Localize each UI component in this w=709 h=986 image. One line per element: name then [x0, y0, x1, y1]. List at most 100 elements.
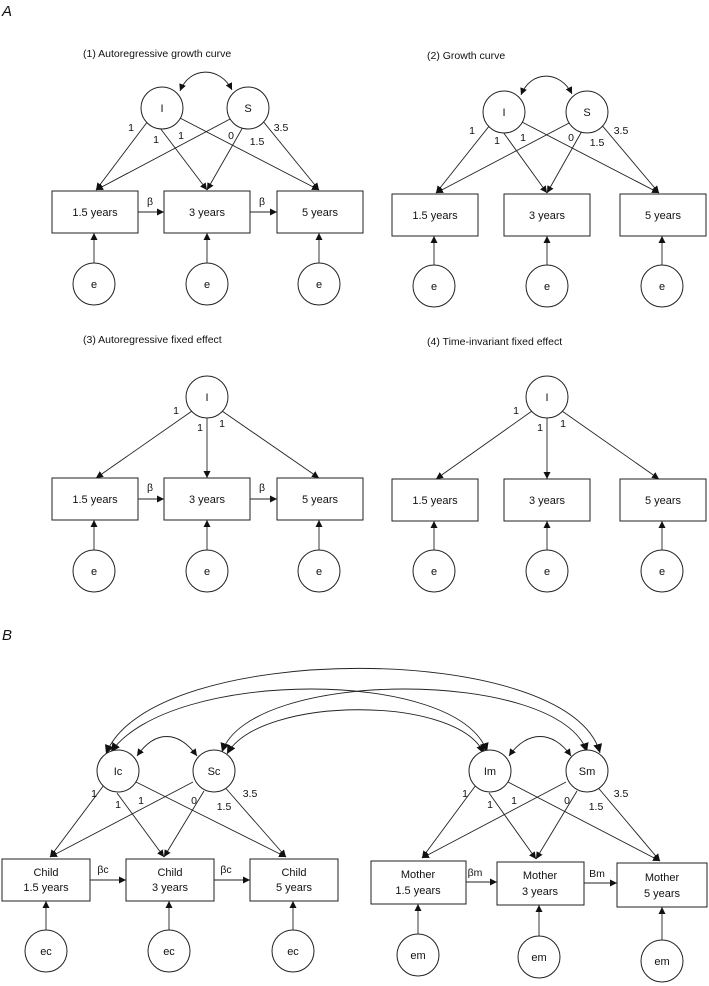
loading-label: 1.5 — [250, 136, 265, 148]
latent-node-child-slope — [192, 749, 236, 793]
latent-label: Ic — [114, 766, 123, 778]
error-node — [525, 549, 569, 593]
error-label: e — [91, 279, 97, 291]
error-node — [271, 929, 315, 973]
error-node — [412, 549, 456, 593]
path-label: β — [147, 482, 153, 494]
path-label: β — [259, 482, 265, 494]
loading-arrow — [49, 781, 194, 858]
box-label: 3 years — [522, 886, 559, 898]
covariance-arrow — [220, 688, 589, 753]
error-label: e — [659, 566, 665, 578]
loading-label: 3.5 — [243, 788, 258, 800]
diagram-3-autoregressive-fixed-effect: (3) Autoregressive fixed effect I 1.5 ye… — [51, 334, 364, 593]
covariance-arrow — [520, 75, 573, 96]
box-label: Child — [33, 867, 58, 879]
latent-node-intercept — [482, 90, 526, 134]
path-label: Bm — [589, 868, 605, 880]
error-node — [412, 264, 456, 308]
loading-label: 1.5 — [590, 137, 605, 149]
box-label: Child — [157, 867, 182, 879]
loading-arrow — [177, 116, 320, 191]
loading-label: 3.5 — [614, 788, 629, 800]
error-node — [640, 549, 684, 593]
error-label: e — [431, 281, 437, 293]
box-label: 1.5 years — [23, 882, 69, 894]
observed-box-mother — [370, 860, 467, 905]
error-label: ec — [287, 946, 299, 958]
error-node — [640, 264, 684, 308]
loading-arrow — [535, 790, 578, 860]
diagram-4-time-invariant-fixed-effect: (4) Time-invariant fixed effect I 1.5 ye… — [391, 336, 707, 593]
loading-label: 1 — [494, 135, 500, 147]
observed-box-child — [1, 858, 91, 902]
latent-label: I — [502, 107, 505, 119]
observed-box-child — [125, 858, 215, 902]
observed-box-mother — [496, 861, 585, 906]
error-label: e — [316, 279, 322, 291]
loading-label: 1 — [178, 130, 184, 142]
box-label: 3 years — [529, 210, 566, 222]
box-label: 5 years — [302, 494, 339, 506]
observed-box — [391, 193, 479, 237]
loading-arrow — [206, 126, 244, 191]
path-label: βm — [468, 867, 483, 879]
error-label: e — [431, 566, 437, 578]
loading-label: 1 — [513, 405, 519, 417]
loading-arrow — [435, 410, 533, 480]
loading-label: 1 — [511, 795, 517, 807]
loading-label: 0 — [228, 130, 234, 142]
latent-node-intercept — [140, 86, 184, 130]
loading-arrow — [221, 783, 287, 858]
diagram-title: (1) Autoregressive growth curve — [83, 48, 231, 60]
loading-label: 0 — [564, 795, 570, 807]
path-label: βc — [97, 864, 108, 876]
observed-box — [276, 190, 364, 234]
observed-box — [163, 190, 251, 234]
panel-letter-a: A — [1, 3, 12, 20]
box-label: 1.5 years — [412, 495, 458, 507]
error-node — [24, 929, 68, 973]
diagram-title: (4) Time-invariant fixed effect — [427, 336, 562, 348]
error-label: e — [316, 566, 322, 578]
error-label: e — [204, 279, 210, 291]
error-label: em — [654, 956, 669, 968]
latent-node-intercept — [525, 375, 569, 419]
latent-label: Sc — [208, 766, 221, 778]
path-label: β — [147, 196, 153, 208]
error-label: e — [544, 281, 550, 293]
loading-arrow — [116, 792, 165, 858]
error-label: e — [204, 566, 210, 578]
loading-label: 0 — [191, 795, 197, 807]
diagram-2-growth-curve: (2) Growth curve I S 1.5 years 3 years 5… — [391, 50, 707, 308]
error-node — [297, 549, 341, 593]
box-label: 1.5 years — [412, 210, 458, 222]
observed-box — [503, 193, 591, 237]
box-label: Mother — [401, 869, 436, 881]
covariance-arrow — [508, 736, 572, 757]
loading-arrow — [435, 124, 491, 194]
diagram-1-autoregressive-growth-curve: (1) Autoregressive growth curve I S 1.5 … — [51, 48, 364, 306]
box-label: 1.5 years — [395, 885, 441, 897]
box-label: Mother — [645, 872, 680, 884]
loading-arrow — [159, 127, 208, 191]
observed-box — [163, 477, 251, 521]
path-label: β — [259, 196, 265, 208]
observed-box-child — [249, 858, 339, 902]
error-node — [640, 939, 684, 983]
error-node — [72, 262, 116, 306]
loading-label: 1 — [537, 422, 543, 434]
loading-arrow — [95, 120, 149, 191]
latent-label: S — [244, 103, 251, 115]
error-label: ec — [163, 946, 175, 958]
error-label: em — [410, 950, 425, 962]
loading-label: 3.5 — [614, 125, 629, 137]
box-label: 5 years — [645, 495, 682, 507]
box-label: 1.5 years — [72, 494, 118, 506]
loading-label: 1 — [138, 795, 144, 807]
loading-label: 1 — [115, 799, 121, 811]
observed-box — [503, 478, 591, 522]
diagram-title: (2) Growth curve — [427, 50, 505, 62]
box-label: 5 years — [645, 210, 682, 222]
